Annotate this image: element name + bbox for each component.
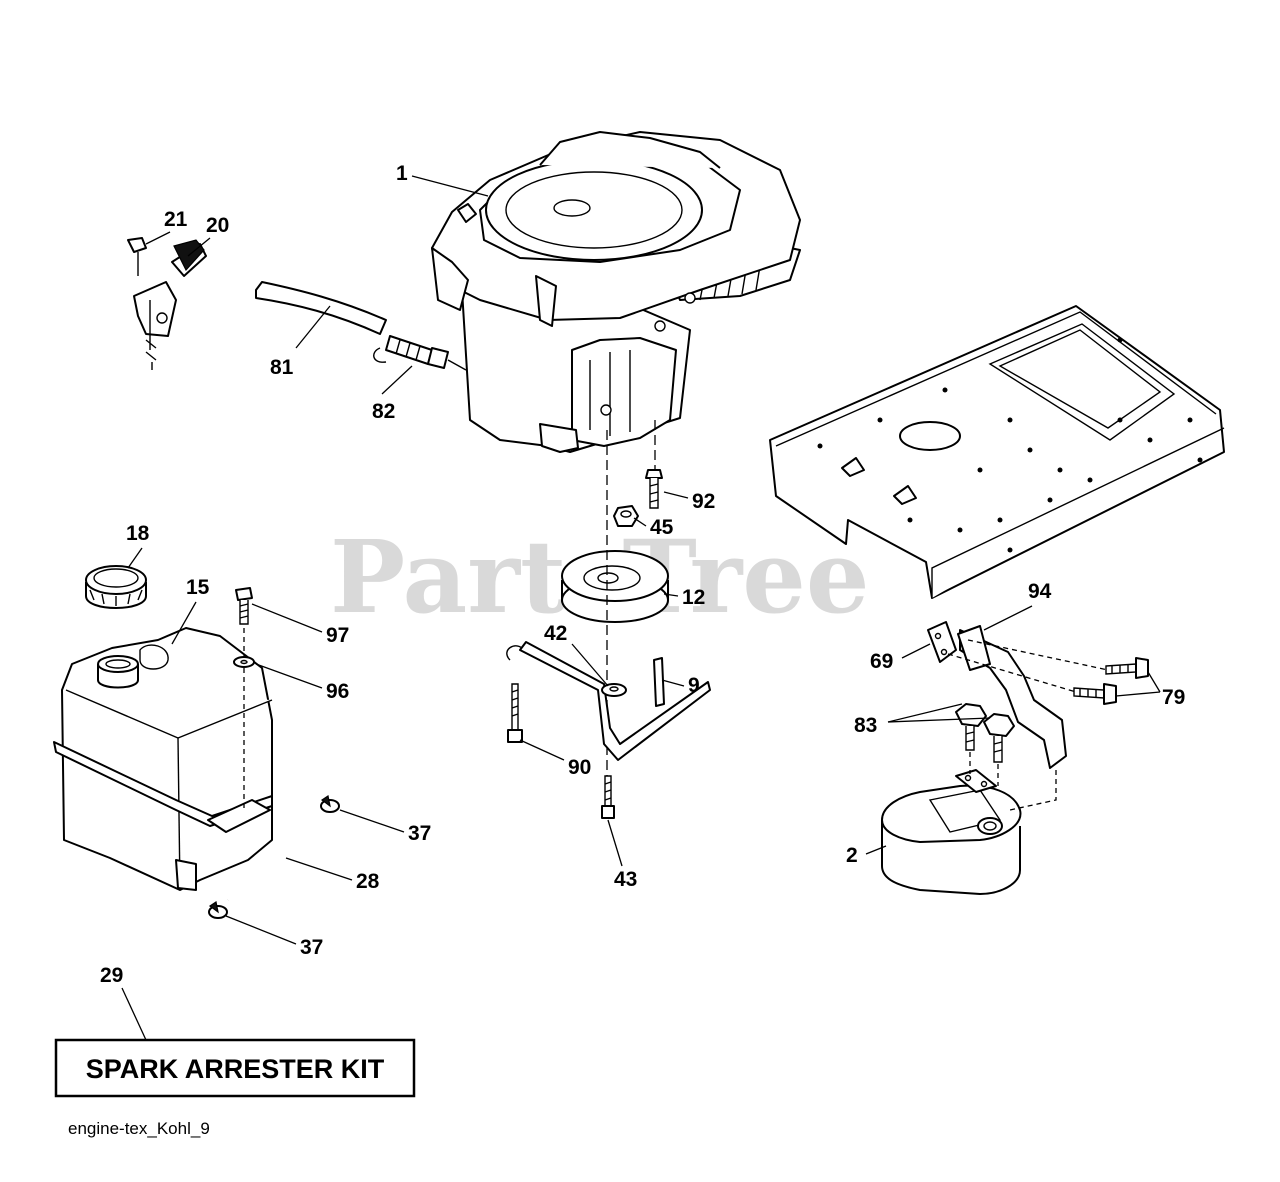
bolt-part[interactable] bbox=[601, 775, 615, 819]
callout-21: 21 bbox=[164, 208, 188, 231]
throttle-control-part[interactable] bbox=[133, 239, 207, 370]
washer-part[interactable] bbox=[233, 656, 255, 668]
spark-arrester-kit-label: SPARK ARRESTER KIT bbox=[86, 1054, 385, 1084]
callout-81: 81 bbox=[270, 356, 294, 379]
fuel-line-part[interactable] bbox=[226, 807, 333, 901]
leader-lines bbox=[121, 175, 1161, 1041]
callout-79: 79 bbox=[1162, 686, 1185, 709]
callout-37: 37 bbox=[300, 936, 323, 959]
fuel-cap-part[interactable] bbox=[85, 565, 147, 609]
callout-45: 45 bbox=[650, 516, 674, 539]
callout-83: 83 bbox=[854, 714, 877, 737]
fuel-fitting-part[interactable] bbox=[373, 335, 467, 371]
callout-12: 12 bbox=[682, 586, 705, 609]
hose-clamp-part[interactable] bbox=[208, 901, 228, 919]
callout-2: 2 bbox=[846, 844, 858, 867]
spark-arrester-kit-box[interactable]: SPARK ARRESTER KIT bbox=[54, 1038, 416, 1098]
pulley-part[interactable] bbox=[561, 550, 669, 623]
callout-29: 29 bbox=[100, 964, 123, 987]
bolt-part[interactable] bbox=[1073, 683, 1117, 705]
callout-15: 15 bbox=[186, 576, 210, 599]
bolt-part[interactable] bbox=[507, 683, 523, 743]
engine-part[interactable] bbox=[431, 131, 801, 453]
callout-18: 18 bbox=[126, 522, 150, 545]
fuel-tank-part[interactable] bbox=[53, 627, 273, 891]
callout-92: 92 bbox=[692, 490, 715, 513]
washer-part[interactable] bbox=[601, 683, 627, 697]
gasket-part[interactable] bbox=[927, 621, 957, 663]
callout-20: 20 bbox=[206, 214, 229, 237]
callout-28: 28 bbox=[356, 870, 380, 893]
callout-97: 97 bbox=[326, 624, 349, 647]
diagram-code: engine-tex_Kohl_9 bbox=[68, 1119, 210, 1138]
screw-part[interactable] bbox=[235, 587, 253, 625]
callout-37: 37 bbox=[408, 822, 431, 845]
callout-42: 42 bbox=[544, 622, 567, 645]
screw-part[interactable] bbox=[983, 713, 1015, 763]
callout-82: 82 bbox=[372, 400, 395, 423]
belt-guide-part[interactable] bbox=[506, 641, 711, 761]
callouts: 1 21 20 81 82 92 45 12 42 9 90 43 18 15 … bbox=[100, 162, 1185, 987]
callout-9: 9 bbox=[688, 674, 700, 697]
callout-94: 94 bbox=[1028, 580, 1052, 603]
callout-90: 90 bbox=[568, 756, 591, 779]
hose-clamp-part[interactable] bbox=[320, 795, 340, 813]
fuel-hose-part[interactable] bbox=[255, 281, 387, 335]
bolt-part[interactable] bbox=[1105, 657, 1149, 679]
callout-96: 96 bbox=[326, 680, 349, 703]
bolt-part[interactable] bbox=[645, 469, 663, 509]
callout-43: 43 bbox=[614, 868, 637, 891]
callout-1: 1 bbox=[396, 162, 408, 185]
screw-part[interactable] bbox=[127, 237, 147, 276]
chassis-frame bbox=[769, 305, 1225, 599]
muffler-part[interactable] bbox=[881, 769, 1022, 895]
screw-part[interactable] bbox=[955, 703, 987, 751]
exhaust-pipe-part[interactable] bbox=[957, 625, 1067, 769]
nut-part[interactable] bbox=[613, 505, 639, 527]
callout-69: 69 bbox=[870, 650, 893, 673]
